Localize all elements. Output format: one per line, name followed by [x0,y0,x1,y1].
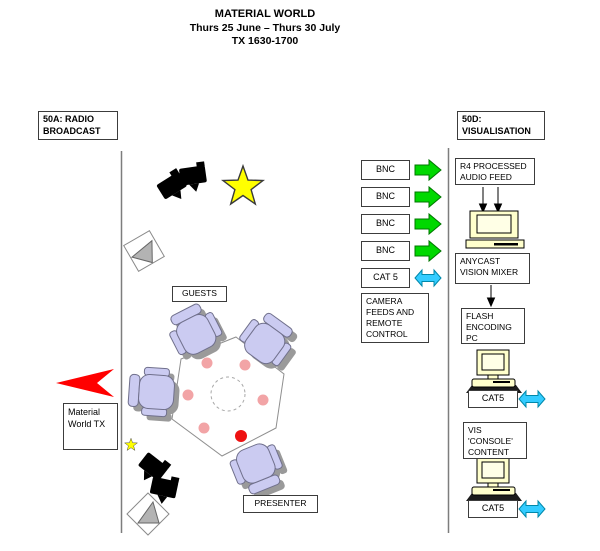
guests-label: GUESTS [172,286,227,302]
mixer-to-encoder-arrow [486,285,496,308]
vis-console-content-box: VIS 'CONSOLE' CONTENT [463,422,527,459]
table-dot [201,357,213,369]
computer-icon [465,457,523,502]
io-label-bnc-3: BNC [361,214,410,234]
io-label-bnc-1: BNC [361,160,410,180]
cat5-box-1: CAT5 [468,390,518,408]
green-arrow-icon [414,213,442,235]
io-note-camera-feeds: CAMERA FEEDS AND REMOTE CONTROL [361,293,429,343]
green-arrow-icon [414,240,442,262]
cyan-arrow-icon [414,269,442,287]
computer-icon [465,210,525,249]
green-arrow-icon [414,159,442,181]
zone-header-radio-broadcast: 50A: RADIO BROADCAST [38,111,118,140]
zone-header-visualisation: 50D: VISUALISATION [457,111,545,140]
green-arrow-icon [414,186,442,208]
table-dot [257,394,269,406]
small-star-icon [124,438,138,451]
io-label-bnc-4: BNC [361,241,410,261]
title-show: MATERIAL WORLD [214,8,316,20]
audio-feed-arrows [478,187,503,214]
cyan-arrow-icon [518,390,546,408]
vision-mixer-box: ANYCAST VISION MIXER [455,253,530,284]
cat5-box-2: CAT5 [468,500,518,518]
page-title: MATERIAL WORLD Thurs 25 June – Thurs 30 … [115,8,415,48]
star-icon [222,165,264,205]
material-world-tx-box: Material World TX [63,403,118,450]
presenter-label: PRESENTER [243,495,318,513]
table-dot [198,422,210,434]
stage-light-icon [117,224,171,278]
tx-broadcast-arrow [56,369,114,397]
camera-icon [178,161,209,194]
io-label-cat5: CAT 5 [361,268,410,288]
computer-icon [465,349,523,394]
table-center-circle [210,376,246,412]
table-dot [239,359,251,371]
title-dates: Thurs 25 June – Thurs 30 July [189,21,341,34]
table-dot-active [235,430,247,442]
io-label-bnc-2: BNC [361,187,410,207]
cyan-arrow-icon [518,500,546,518]
flash-encoding-pc-box: FLASH ENCODING PC [461,308,525,344]
audio-feed-box: R4 PROCESSED AUDIO FEED [455,158,535,185]
table-dot [182,389,194,401]
title-tx-time: TX 1630-1700 [231,34,299,47]
